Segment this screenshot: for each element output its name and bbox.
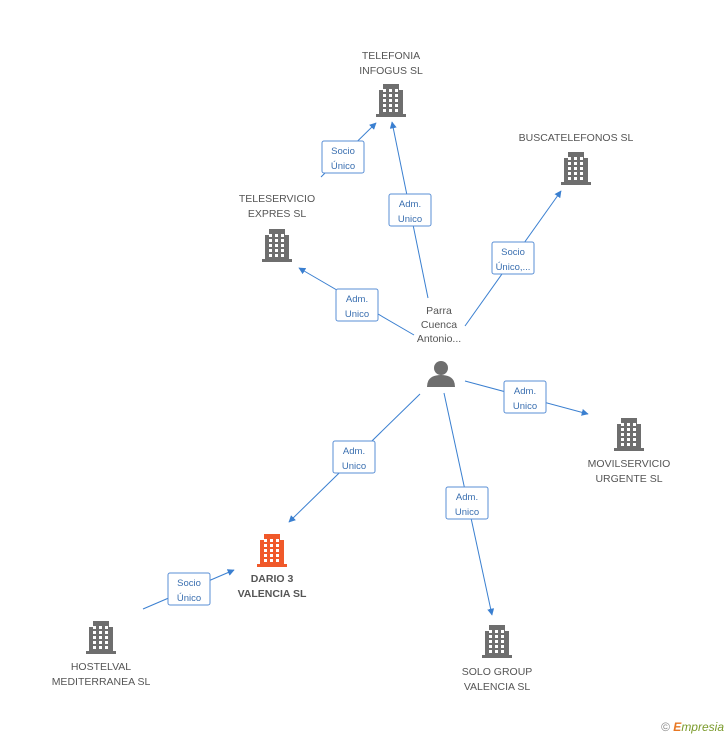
footer-brand: © Empresia: [661, 720, 724, 734]
copyright-symbol: ©: [661, 720, 670, 734]
company-label-line: MOVILSERVICIO: [588, 458, 671, 470]
edge-label-line: Unico: [398, 214, 422, 225]
company-label-line: EXPRES SL: [248, 208, 307, 220]
building-icon: [86, 621, 116, 654]
edge-label-box: [332, 440, 376, 474]
company-label-line: TELESERVICIO: [239, 193, 315, 205]
person-label-line: Parra: [426, 305, 452, 317]
building-icon: [561, 152, 591, 185]
company-node-dario[interactable]: DARIO 3 VALENCIA SL: [238, 534, 307, 600]
person-icon: [427, 361, 455, 387]
company-node-solo[interactable]: SOLO GROUP VALENCIA SL: [462, 625, 533, 693]
edge-label-person-solo[interactable]: Adm. Unico: [445, 486, 489, 520]
edge-label-line: Adm.: [343, 446, 365, 457]
edge-label-person-telefonia[interactable]: Adm. Unico: [388, 193, 432, 227]
edge-label-line: Unico: [455, 507, 479, 518]
company-label-line: HOSTELVAL: [71, 661, 131, 673]
building-icon: [482, 625, 512, 658]
edge-label-person-buscatelefonos[interactable]: SocioÚnico,...: [491, 241, 535, 275]
company-label-line: MEDITERRANEA SL: [52, 676, 151, 688]
company-label-line: INFOGUS SL: [359, 65, 423, 77]
edge-label-box: [445, 486, 489, 520]
company-label-line: TELEFONIA: [362, 50, 420, 62]
building-icon: [262, 229, 292, 262]
edge-label-person-teleservicio[interactable]: Adm. Unico: [335, 288, 379, 322]
edge-label-line: Adm.: [399, 199, 421, 210]
edge-label-line: Unico: [345, 309, 369, 320]
company-node-hostelval[interactable]: HOSTELVAL MEDITERRANEA SL: [52, 621, 151, 688]
edge-label-person-dario[interactable]: Adm. Unico: [332, 440, 376, 474]
edge-label-box: [321, 140, 365, 174]
edge-label-line: Adm.: [456, 492, 478, 503]
edge-label-line: Único,...: [496, 262, 531, 273]
empresia-logo-text: mpresia: [681, 720, 724, 734]
company-label-line: VALENCIA SL: [464, 681, 530, 693]
edge-label-line: Unico: [513, 401, 537, 412]
building-icon: [614, 418, 644, 451]
company-node-teleservicio[interactable]: TELESERVICIO EXPRES SL: [239, 193, 315, 262]
edge-label-box: [167, 572, 211, 606]
company-node-telefonia[interactable]: TELEFONIA INFOGUS SL: [359, 50, 423, 117]
person-label-line: Cuenca: [421, 319, 457, 331]
edge-label-line: Socio: [501, 247, 525, 258]
edge-label-box: [335, 288, 379, 322]
edge-label-line: Único: [177, 593, 201, 604]
edge-label-line: Adm.: [514, 386, 536, 397]
person-label-line: Antonio...: [417, 333, 461, 345]
building-icon: [376, 84, 406, 117]
company-label-line: DARIO 3: [251, 573, 294, 585]
person-node[interactable]: ParraCuencaAntonio...: [417, 305, 461, 387]
company-node-movilservicio[interactable]: MOVILSERVICIO URGENTE SL: [588, 418, 671, 485]
edge-label-line: Socio: [177, 578, 201, 589]
edge-label-person-movilservicio[interactable]: Adm. Unico: [503, 380, 547, 414]
edge-label-line: Único: [331, 161, 355, 172]
company-label-line: VALENCIA SL: [238, 588, 307, 600]
company-node-buscatelefonos[interactable]: BUSCATELEFONOS SL: [519, 132, 634, 185]
edge-label-line: Adm.: [346, 294, 368, 305]
company-label-line: URGENTE SL: [595, 473, 662, 485]
empresia-logo: Empresia: [673, 720, 724, 734]
edge-label-box: [503, 380, 547, 414]
empresia-logo-initial: E: [673, 720, 682, 734]
edge-label-box: [388, 193, 432, 227]
company-label-line: SOLO GROUP: [462, 666, 533, 678]
building-icon: [257, 534, 287, 567]
edge-label-box: [491, 241, 535, 275]
company-label-line: BUSCATELEFONOS SL: [519, 132, 634, 144]
edge-label-line: Unico: [342, 461, 366, 472]
edge-label-line: Socio: [331, 146, 355, 157]
